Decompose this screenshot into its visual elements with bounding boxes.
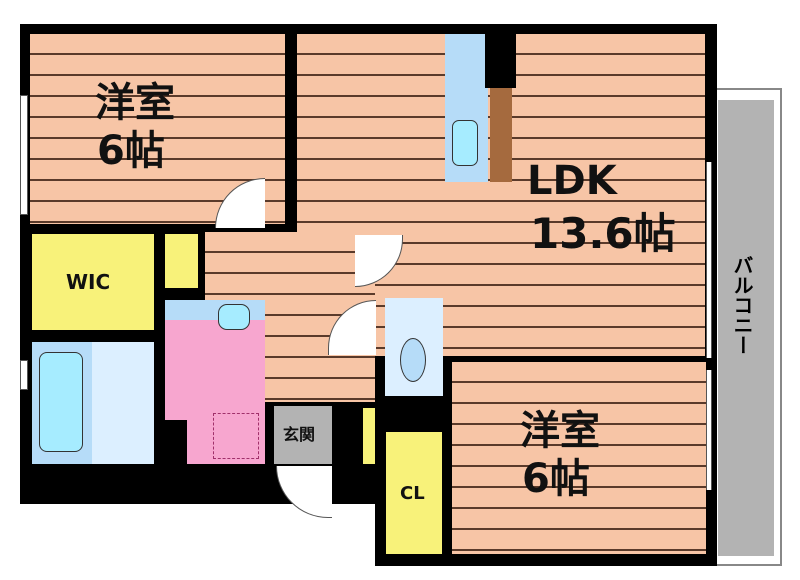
balcony-label: バルコニー xyxy=(730,255,754,355)
western-room-1-size: 6帖 xyxy=(97,128,165,174)
hall-closet xyxy=(165,234,198,288)
western-room-2 xyxy=(452,362,706,554)
kitchen-column xyxy=(485,34,516,88)
left-window-room-1 xyxy=(20,95,28,215)
sink-icon xyxy=(452,120,478,166)
balcony-floor xyxy=(718,100,774,556)
ldk-size: 13.6帖 xyxy=(530,209,676,258)
left-window-bath xyxy=(20,360,28,390)
closet xyxy=(386,432,442,554)
shoe-closet xyxy=(363,408,375,464)
ldk-name: LDK xyxy=(527,158,617,204)
toilet-icon xyxy=(400,338,426,382)
western-room-2-name: 洋室 xyxy=(520,408,600,454)
vanity xyxy=(165,300,265,320)
western-room-2-size: 6帖 xyxy=(522,456,590,502)
entrance-label: 玄関 xyxy=(283,425,316,444)
washer-pan-icon xyxy=(213,413,259,459)
room-2-window xyxy=(706,370,712,490)
kitchen-cabinet xyxy=(490,88,512,182)
washroom-column xyxy=(165,420,187,464)
closet-label: CL xyxy=(400,483,425,504)
western-room-1-name: 洋室 xyxy=(95,80,175,126)
wic-label: WIC xyxy=(66,270,111,294)
bathtub-icon xyxy=(39,352,83,452)
front-door[interactable] xyxy=(276,466,332,518)
wic xyxy=(32,234,154,330)
wash-basin-icon xyxy=(218,304,250,330)
ldk-window xyxy=(706,162,712,358)
entrance xyxy=(274,406,332,464)
